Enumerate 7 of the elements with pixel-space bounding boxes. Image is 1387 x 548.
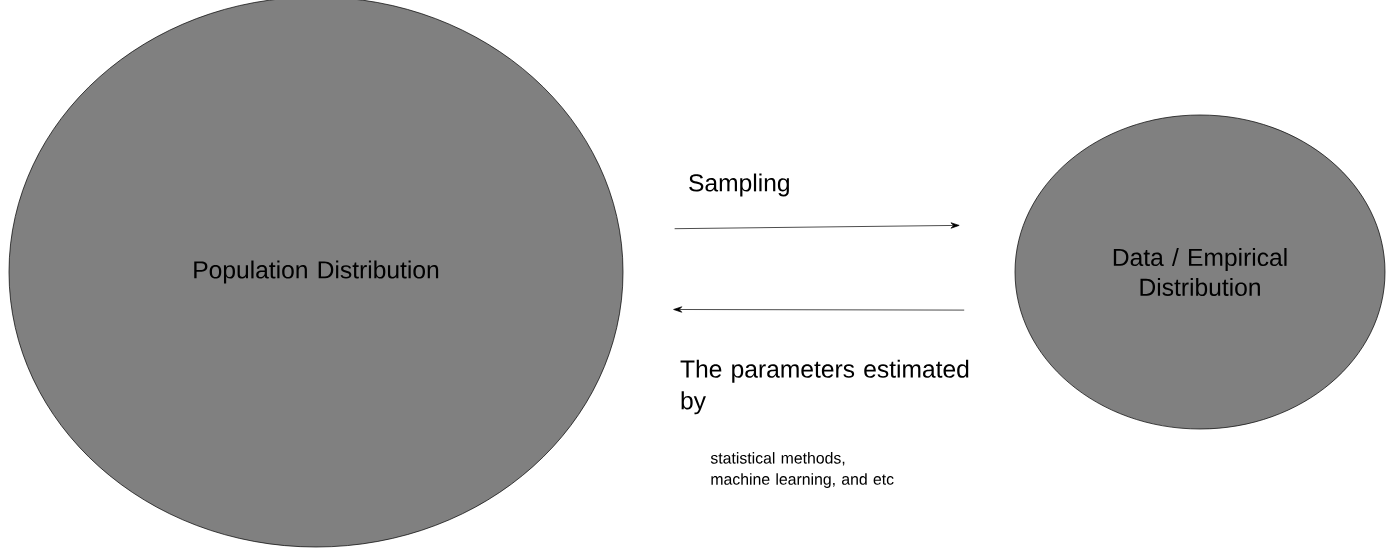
edge-label: Sampling <box>689 173 789 197</box>
edge-label: The parameters estimated by <box>680 359 969 415</box>
ellipse-node: Population Distribution <box>8 0 624 548</box>
ellipse-node: Data / Empirical Distribution <box>1014 114 1386 430</box>
arrow <box>673 306 965 313</box>
note-text: statistical methods, machine learning, and etc <box>710 452 894 488</box>
arrow <box>674 222 960 230</box>
